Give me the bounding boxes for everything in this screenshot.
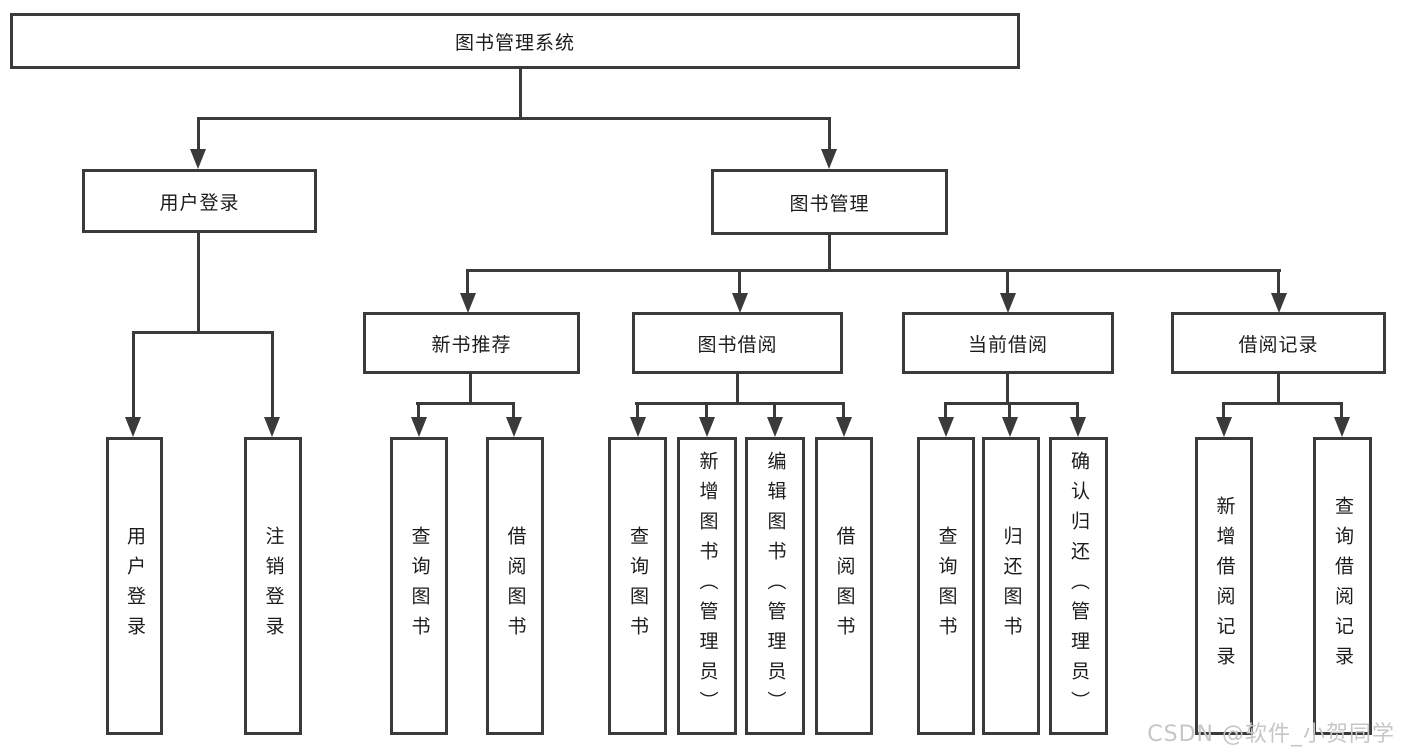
connector-line	[271, 331, 274, 417]
connector-line	[197, 117, 831, 120]
leaf-label: 借阅图书	[504, 526, 527, 646]
connector-line	[197, 117, 200, 149]
connector-line	[1340, 402, 1343, 417]
leaf-nb-query-books: 查询图书	[390, 437, 448, 735]
arrow-head	[411, 417, 427, 437]
arrow-head	[1002, 417, 1018, 437]
leaf-br-add-record: 新增借阅记录	[1195, 437, 1253, 735]
leaf-label: 用户登录	[124, 526, 146, 646]
arrow-head	[732, 293, 748, 313]
connector-line	[1277, 269, 1280, 293]
node-new-book-recommendation: 新书推荐	[363, 312, 580, 374]
node-borrowing-records: 借阅记录	[1171, 312, 1386, 374]
connector-line	[1222, 402, 1343, 405]
leaf-label: 查询图书	[935, 526, 958, 646]
connector-line	[736, 374, 739, 405]
leaf-logout: 注销登录	[244, 437, 302, 735]
leaf-user-login: 用户登录	[106, 437, 163, 735]
node-user-login: 用户登录	[82, 169, 317, 233]
arrow-head	[1000, 293, 1016, 313]
leaf-label: 借阅图书	[833, 526, 856, 646]
node-library-system: 图书管理系统	[10, 13, 1020, 69]
leaf-bb-borrow-books: 借阅图书	[815, 437, 873, 735]
connector-line	[132, 331, 135, 417]
connector-line	[944, 402, 1079, 405]
connector-line	[738, 269, 741, 293]
leaf-label: 编辑图书（管理员）	[764, 451, 787, 721]
arrow-head	[125, 417, 141, 437]
arrow-head	[460, 293, 476, 313]
connector-line	[1006, 269, 1009, 293]
leaf-nb-borrow-books: 借阅图书	[486, 437, 544, 735]
connector-line	[828, 117, 831, 149]
connector-line	[842, 402, 845, 417]
connector-line	[519, 69, 522, 118]
leaf-label: 查询图书	[627, 526, 649, 646]
connector-line	[1076, 402, 1079, 417]
connector-line	[417, 402, 420, 417]
arrow-head	[938, 417, 954, 437]
arrow-head	[836, 417, 852, 437]
arrow-head	[1070, 417, 1086, 437]
leaf-bb-edit-books-admin: 编辑图书（管理员）	[745, 437, 805, 735]
connector-line	[512, 402, 515, 417]
connector-line	[416, 402, 515, 405]
leaf-bb-add-books-admin: 新增图书（管理员）	[677, 437, 737, 735]
arrow-head	[1216, 417, 1232, 437]
leaf-cb-confirm-return-admin: 确认归还（管理员）	[1049, 437, 1108, 735]
connector-line	[469, 374, 472, 405]
arrow-head	[1334, 417, 1350, 437]
connector-line	[1006, 374, 1009, 405]
node-current-borrowing: 当前借阅	[902, 312, 1114, 374]
csdn-watermark: CSDN @软件_小贺同学	[1147, 722, 1395, 747]
connector-line	[1277, 374, 1280, 405]
node-book-borrowing: 图书借阅	[632, 312, 843, 374]
arrow-head	[767, 417, 783, 437]
connector-line	[466, 269, 469, 293]
connector-line	[773, 402, 776, 417]
leaf-cb-query-books: 查询图书	[917, 437, 975, 735]
arrow-head	[190, 149, 206, 169]
arrow-head	[630, 417, 646, 437]
arrow-head	[821, 149, 837, 169]
leaf-br-query-record: 查询借阅记录	[1313, 437, 1372, 735]
arrow-head	[264, 417, 280, 437]
connector-line	[944, 402, 947, 417]
connector-line	[828, 235, 831, 272]
arrow-head	[1271, 293, 1287, 313]
leaf-cb-return-books: 归还图书	[982, 437, 1040, 735]
leaf-bb-query-books: 查询图书	[608, 437, 667, 735]
leaf-label: 新增借阅记录	[1213, 496, 1236, 676]
node-book-management: 图书管理	[711, 169, 948, 235]
leaf-label: 查询图书	[408, 526, 431, 646]
connector-line	[1222, 402, 1225, 417]
arrow-head	[699, 417, 715, 437]
arrow-head	[506, 417, 522, 437]
leaf-label: 注销登录	[262, 526, 285, 646]
connector-line	[197, 233, 200, 334]
connector-line	[132, 331, 274, 334]
connector-line	[636, 402, 639, 417]
leaf-label: 归还图书	[1000, 526, 1023, 646]
connector-line	[635, 402, 844, 405]
leaf-label: 查询借阅记录	[1332, 496, 1354, 676]
connector-line	[705, 402, 708, 417]
connector-line	[1008, 402, 1011, 417]
leaf-label: 新增图书（管理员）	[696, 451, 719, 721]
leaf-label: 确认归还（管理员）	[1068, 451, 1090, 721]
connector-line	[466, 269, 1281, 272]
